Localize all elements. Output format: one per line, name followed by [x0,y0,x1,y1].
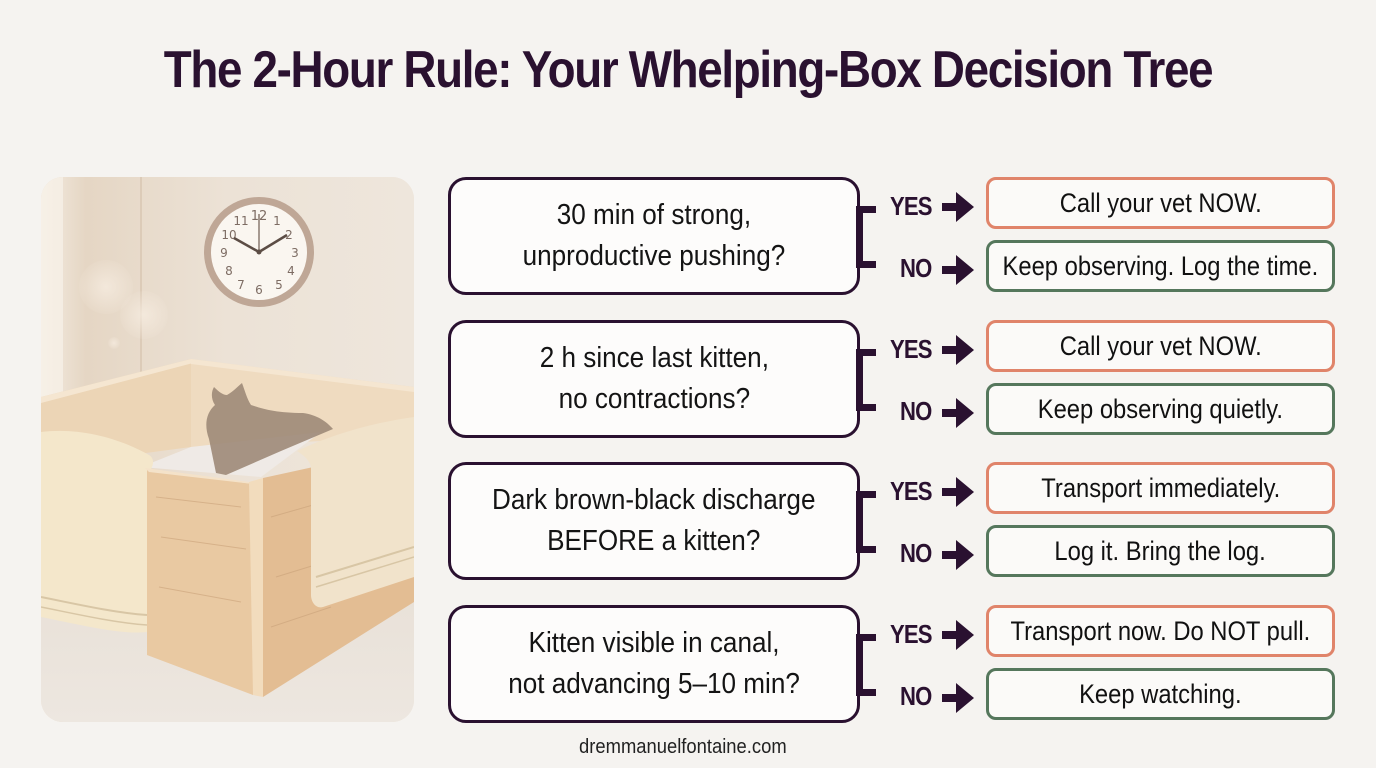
no-label: NO [900,396,932,426]
svg-text:11: 11 [233,214,248,228]
no-arrow-icon [956,540,974,570]
yes-arrow-icon [956,192,974,222]
cat-silhouette-icon [206,383,333,475]
decision-row-4: Kitten visible in canal, not advancing 5… [448,605,1338,723]
no-action-text: Keep observing quietly. [1037,393,1284,424]
footer-website: dremmanuelfontaine.com [0,736,1376,759]
no-arrow-icon [956,255,974,285]
decision-row-3: Dark brown-black discharge BEFORE a kitt… [448,462,1338,580]
svg-text:7: 7 [237,278,245,292]
decision-row-2: 2 h since last kitten, no contractions? … [448,320,1338,438]
question-text-line1: 30 min of strong, [556,199,752,231]
yes-arrow-icon [956,477,974,507]
svg-text:6: 6 [255,283,263,297]
yes-arrow-shaft [942,488,958,496]
question-text-line2: unproductive pushing? [522,240,786,272]
svg-text:3: 3 [291,246,299,260]
question-text-line2: not advancing 5–10 min? [508,668,800,700]
whelping-box-image: 12 1 2 3 4 5 6 7 8 9 10 11 [41,177,414,722]
branch-connector [856,206,876,268]
svg-text:1: 1 [273,214,281,228]
no-action-text: Log it. Bring the log. [1054,535,1267,566]
yes-label: YES [890,476,933,506]
svg-text:5: 5 [275,278,283,292]
yes-label: YES [890,619,933,649]
question-text-line1: 2 h since last kitten, [539,342,769,374]
svg-text:8: 8 [225,264,233,278]
question-text-line2: BEFORE a kitten? [547,525,761,557]
no-arrow-icon [956,683,974,713]
no-label: NO [900,253,932,283]
yes-arrow-icon [956,335,974,365]
yes-arrow-icon [956,620,974,650]
question-box: 2 h since last kitten, no contractions? [448,320,860,438]
yes-label: YES [890,191,933,221]
no-action-text: Keep observing. Log the time. [1002,250,1319,281]
svg-text:10: 10 [221,228,236,242]
yes-action-box: Transport immediately. [986,462,1335,514]
no-arrow-shaft [942,266,958,274]
question-text-line1: Dark brown-black discharge [492,484,816,516]
yes-label: YES [890,334,933,364]
yes-arrow-shaft [942,631,958,639]
svg-text:4: 4 [287,264,295,278]
svg-text:2: 2 [285,228,293,242]
question-box: Kitten visible in canal, not advancing 5… [448,605,860,723]
question-box: 30 min of strong, unproductive pushing? [448,177,860,295]
footer-text: dremmanuelfontaine.com [579,736,787,758]
question-box: Dark brown-black discharge BEFORE a kitt… [448,462,860,580]
yes-action-box: Transport now. Do NOT pull. [986,605,1335,657]
no-arrow-icon [956,398,974,428]
no-arrow-shaft [942,409,958,417]
question-text-line1: Kitten visible in canal, [528,627,780,659]
yes-action-box: Call your vet NOW. [986,177,1335,229]
branch-connector [856,349,876,411]
branch-connector [856,634,876,696]
decision-row-1: 30 min of strong, unproductive pushing? … [448,177,1338,295]
yes-action-text: Transport immediately. [1040,472,1281,503]
no-action-text: Keep watching. [1079,678,1242,709]
no-arrow-shaft [942,551,958,559]
no-arrow-shaft [942,694,958,702]
branch-connector [856,491,876,553]
no-action-box: Keep observing quietly. [986,383,1335,435]
wall-clock-icon: 12 1 2 3 4 5 6 7 8 9 10 11 [204,197,314,307]
svg-text:9: 9 [220,246,228,260]
no-action-box: Keep watching. [986,668,1335,720]
yes-arrow-shaft [942,203,958,211]
no-action-box: Log it. Bring the log. [986,525,1335,577]
yes-action-box: Call your vet NOW. [986,320,1335,372]
no-label: NO [900,681,932,711]
yes-action-text: Call your vet NOW. [1059,330,1262,361]
yes-action-text: Transport now. Do NOT pull. [1010,615,1311,646]
yes-action-text: Call your vet NOW. [1059,187,1262,218]
no-label: NO [900,538,932,568]
no-action-box: Keep observing. Log the time. [986,240,1335,292]
page-title: The 2-Hour Rule: Your Whelping-Box Decis… [163,41,1214,99]
whelping-box-illustration: 12 1 2 3 4 5 6 7 8 9 10 11 [41,177,414,722]
yes-arrow-shaft [942,346,958,354]
question-text-line2: no contractions? [558,383,750,415]
